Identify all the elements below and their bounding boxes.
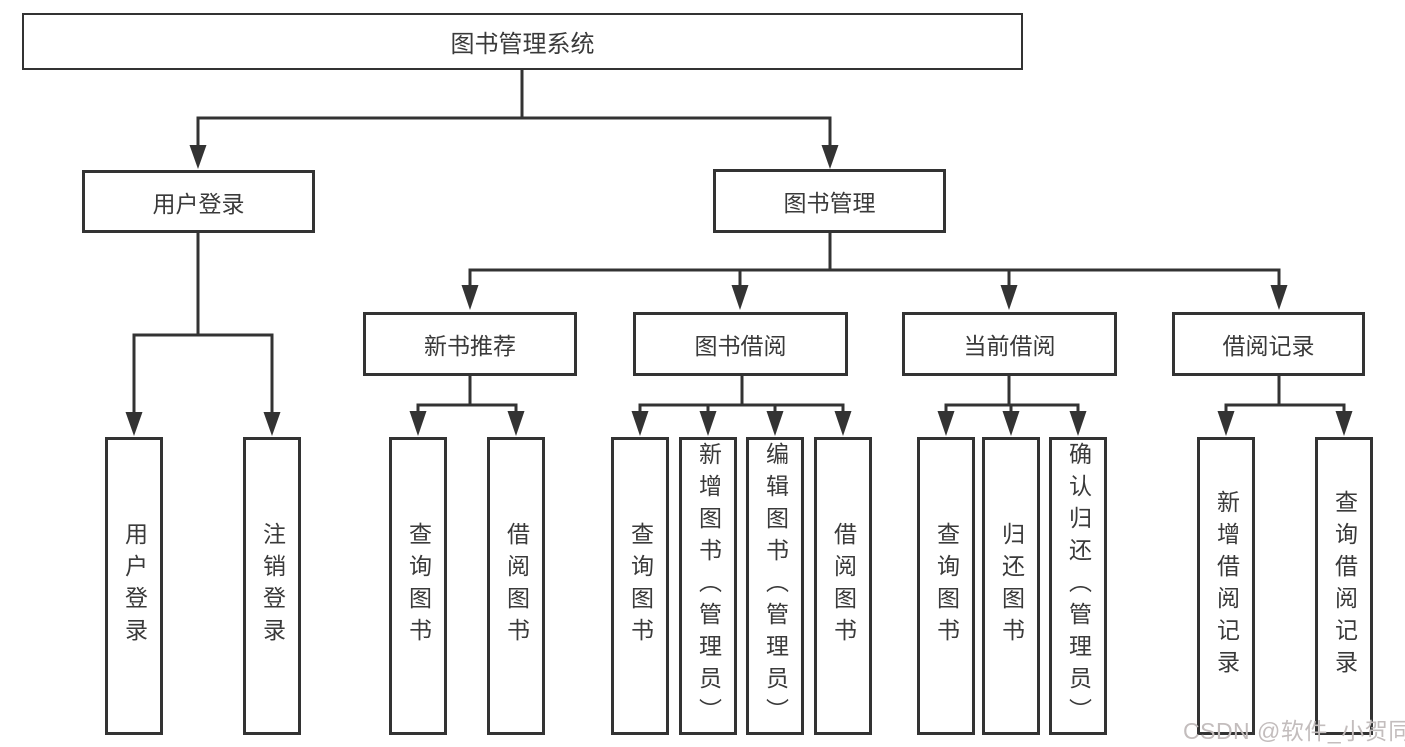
node-borrow-records: 借阅记录 — [1172, 312, 1365, 376]
leaf-add-book-admin-label: 新增图书（管理员） — [695, 442, 722, 730]
leaf-edit-book-admin-label: 编辑图书（管理员） — [762, 442, 789, 730]
leaf-query-books-1: 查询图书 — [389, 437, 447, 735]
leaf-borrow-books-1: 借阅图书 — [487, 437, 545, 735]
leaf-user-login-label: 用户登录 — [121, 522, 148, 650]
node-current-borrow-label: 当前借阅 — [963, 333, 1056, 359]
node-book-management-label: 图书管理 — [783, 190, 876, 216]
leaf-query-books-2: 查询图书 — [611, 437, 669, 735]
leaf-query-borrow-record-label: 查询借阅记录 — [1331, 490, 1358, 682]
leaf-borrow-books-1-label: 借阅图书 — [503, 522, 530, 650]
node-new-book-recommend-label: 新书推荐 — [424, 333, 516, 359]
leaf-confirm-return-admin-label: 确认归还（管理员） — [1065, 442, 1092, 730]
node-new-book-recommend: 新书推荐 — [363, 312, 577, 376]
watermark: CSDN @软件_小贺同学 — [1183, 718, 1405, 744]
node-borrow-records-label: 借阅记录 — [1222, 333, 1315, 359]
leaf-borrow-books-2: 借阅图书 — [814, 437, 872, 735]
leaf-add-borrow-record-label: 新增借阅记录 — [1213, 490, 1240, 682]
leaf-query-books-1-label: 查询图书 — [405, 522, 432, 650]
leaf-edit-book-admin: 编辑图书（管理员） — [746, 437, 804, 735]
node-book-borrow-label: 图书借阅 — [694, 333, 787, 359]
leaf-add-book-admin: 新增图书（管理员） — [679, 437, 737, 735]
leaf-user-login: 用户登录 — [105, 437, 163, 735]
leaf-confirm-return-admin: 确认归还（管理员） — [1049, 437, 1107, 735]
leaf-query-books-3: 查询图书 — [917, 437, 975, 735]
node-root-library-system: 图书管理系统 — [22, 13, 1023, 70]
leaf-logout: 注销登录 — [243, 437, 301, 735]
leaf-add-borrow-record: 新增借阅记录 — [1197, 437, 1255, 735]
node-root-label: 图书管理系统 — [450, 31, 595, 58]
leaf-query-books-2-label: 查询图书 — [627, 522, 654, 650]
node-book-borrow: 图书借阅 — [633, 312, 848, 376]
node-book-management: 图书管理 — [713, 169, 946, 233]
leaf-return-books-label: 归还图书 — [998, 522, 1025, 650]
leaf-query-books-3-label: 查询图书 — [933, 522, 960, 650]
node-user-login: 用户登录 — [82, 170, 315, 233]
node-user-login-label: 用户登录 — [152, 190, 245, 217]
leaf-borrow-books-2-label: 借阅图书 — [830, 522, 857, 650]
leaf-return-books: 归还图书 — [982, 437, 1040, 735]
node-current-borrow: 当前借阅 — [902, 312, 1117, 376]
leaf-query-borrow-record: 查询借阅记录 — [1315, 437, 1373, 735]
leaf-logout-label: 注销登录 — [259, 522, 286, 650]
